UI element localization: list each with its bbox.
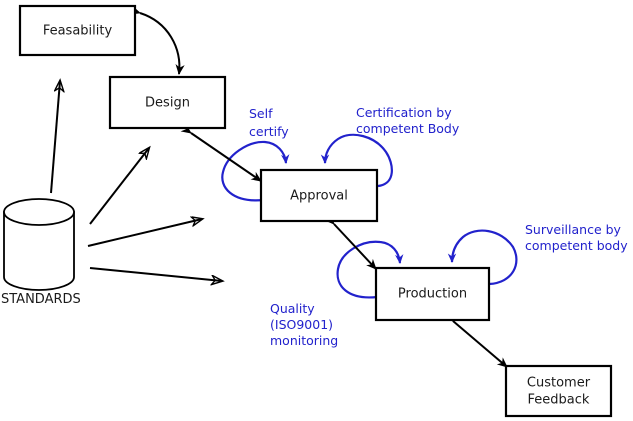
approval-label: Approval	[290, 189, 348, 204]
annotation-self-certify: Self certify	[249, 106, 289, 139]
customer-feedback-box[interactable]	[504, 364, 613, 418]
node-production[interactable]: Production	[374, 266, 491, 322]
quality-line1: Quality	[270, 301, 315, 316]
customer-feedback-label-line1: Customer	[527, 376, 591, 391]
standards-label: STANDARDS	[1, 292, 81, 307]
certification-loop	[320, 133, 393, 188]
surveillance-line1: Surveillance by	[525, 222, 622, 237]
node-feasability[interactable]: Feasability	[18, 4, 137, 57]
surveillance-line2: competent body	[525, 238, 628, 253]
node-design[interactable]: Design	[108, 75, 227, 130]
surveillance-loop	[447, 229, 518, 286]
edge-standards-to-feasability	[50, 81, 60, 194]
quality-line3: monitoring	[270, 333, 338, 348]
edge-standards-to-approval	[87, 219, 202, 247]
edge-feasability-design	[129, 5, 185, 75]
design-box[interactable]	[108, 75, 227, 130]
node-customer-feedback[interactable]: Customer Feedback	[504, 364, 613, 418]
annotation-surveillance: Surveillance by competent body	[525, 222, 628, 253]
node-standards[interactable]: STANDARDS	[1, 198, 81, 307]
standards-cylinder-top[interactable]	[3, 198, 75, 226]
production-label: Production	[398, 287, 467, 302]
annotation-certification: Certification by competent Body	[356, 105, 460, 136]
design-label: Design	[145, 96, 190, 111]
self-certify-line1: Self	[249, 106, 273, 121]
edge-approval-production	[324, 213, 377, 270]
standards-cylinder-body[interactable]	[3, 211, 75, 291]
certification-line2: competent Body	[356, 121, 460, 136]
feasability-box[interactable]	[18, 4, 137, 57]
node-approval[interactable]: Approval	[259, 168, 379, 223]
edge-production-customer-feedback	[442, 311, 508, 368]
approval-box[interactable]	[259, 168, 379, 223]
edge-standards-to-design	[89, 148, 149, 225]
customer-feedback-label-line2: Feedback	[528, 393, 590, 408]
certification-line1: Certification by	[356, 105, 452, 120]
quality-line2: (ISO9001)	[270, 317, 333, 332]
edge-design-approval	[180, 123, 262, 182]
self-certify-line2: certify	[249, 124, 289, 139]
annotation-quality-monitoring: Quality (ISO9001) monitoring	[270, 301, 338, 348]
feasability-label: Feasability	[43, 24, 113, 39]
edge-standards-to-production	[89, 267, 222, 281]
production-box[interactable]	[374, 266, 491, 322]
